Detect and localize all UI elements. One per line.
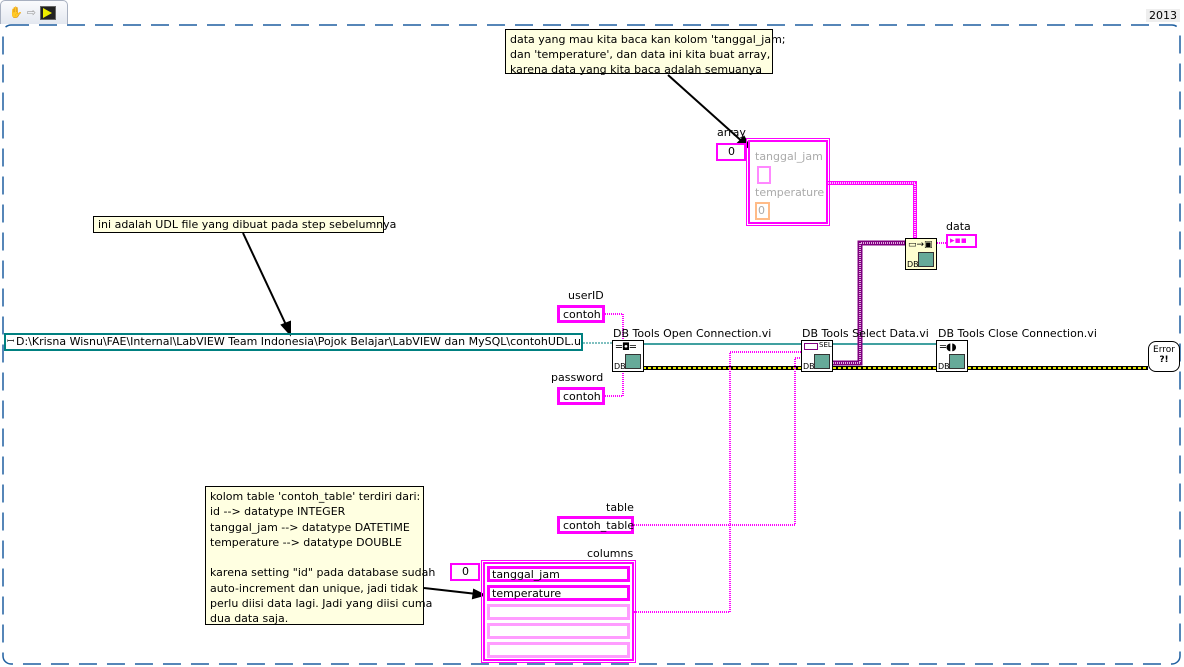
close-connection-label: DB Tools Close Connection.vi xyxy=(938,327,1097,340)
variant-to-data-node[interactable]: ▭→▣ DB xyxy=(905,238,937,270)
array-cluster-constant[interactable]: tanggal_jam temperature 0 xyxy=(746,138,830,226)
table-label: table xyxy=(606,501,634,514)
sel-icon: SEL xyxy=(819,341,832,349)
close-connection-vi[interactable]: ═◖◗ DB xyxy=(936,340,968,372)
table-icon xyxy=(804,343,818,350)
exclamation-icon: ?! xyxy=(1159,355,1169,365)
wire-variant xyxy=(833,240,905,366)
open-connection-vi[interactable]: ═◘═ DB xyxy=(612,340,644,372)
password-constant[interactable]: contoh xyxy=(557,387,605,405)
select-data-vi[interactable]: SEL DB xyxy=(801,340,833,372)
column-element[interactable]: temperature xyxy=(487,585,630,601)
path-icon: ꟷ xyxy=(7,337,15,347)
wire-cluster xyxy=(828,181,917,238)
array-label: array xyxy=(717,126,746,139)
arrow-icon[interactable]: ⇨ xyxy=(26,6,36,19)
diagram-border xyxy=(2,24,1181,665)
wire-columns xyxy=(634,351,801,613)
data-indicator[interactable]: ▸▪▪ xyxy=(946,234,977,248)
wire-password xyxy=(605,359,624,397)
field-tanggal-jam-value[interactable] xyxy=(757,166,771,184)
field-temperature-value[interactable]: 0 xyxy=(755,202,770,220)
column-element[interactable]: tanggal_jam xyxy=(487,566,630,582)
password-label: password xyxy=(551,371,604,384)
column-element-empty[interactable] xyxy=(487,642,630,658)
select-data-label: DB Tools Select Data.vi xyxy=(802,327,929,340)
columns-array-constant[interactable]: tanggal_jam temperature xyxy=(481,560,636,663)
column-element-empty[interactable] xyxy=(487,604,630,620)
wire-userid xyxy=(605,313,624,349)
columns-index[interactable]: 0 xyxy=(450,563,480,581)
vi-icon[interactable] xyxy=(39,5,56,20)
open-connection-label: DB Tools Open Connection.vi xyxy=(613,327,772,340)
hand-icon[interactable]: ✋ xyxy=(9,6,23,19)
userid-label: userID xyxy=(568,289,604,302)
convert-icon: ▭→▣ xyxy=(908,240,933,250)
udl-path-value: D:\Krisna Wisnu\FAE\Internal\LabVIEW Tea… xyxy=(16,335,583,348)
error-label: Error xyxy=(1153,345,1175,355)
plug-icon: ═◘═ xyxy=(616,342,636,353)
unplug-icon: ═◖◗ xyxy=(940,342,957,353)
comment-udl: ini adalah UDL file yang dibuat pada ste… xyxy=(93,216,396,233)
comment-top: data yang mau kita baca kan kolom 'tangg… xyxy=(505,29,786,76)
userid-constant[interactable]: contoh xyxy=(557,305,605,323)
udl-path-constant[interactable]: ꟷ D:\Krisna Wisnu\FAE\Internal\LabVIEW T… xyxy=(4,333,583,351)
version-label: 2013 xyxy=(1146,9,1180,22)
data-label: data xyxy=(946,220,971,233)
field-temperature-label: temperature xyxy=(755,186,825,199)
toolbar-tab: ✋ ⇨ xyxy=(0,0,68,24)
columns-label: columns xyxy=(587,547,634,560)
array-index[interactable]: 0 xyxy=(716,143,746,161)
error-handler-vi[interactable]: Error?! xyxy=(1148,341,1180,372)
wire-table xyxy=(634,357,801,526)
column-element-empty[interactable] xyxy=(487,623,630,639)
comment-table: kolom table 'contoh_table' terdiri dari:… xyxy=(205,486,435,625)
table-constant[interactable]: contoh_table xyxy=(557,516,634,534)
field-tanggal-jam-label: tanggal_jam xyxy=(755,150,823,163)
